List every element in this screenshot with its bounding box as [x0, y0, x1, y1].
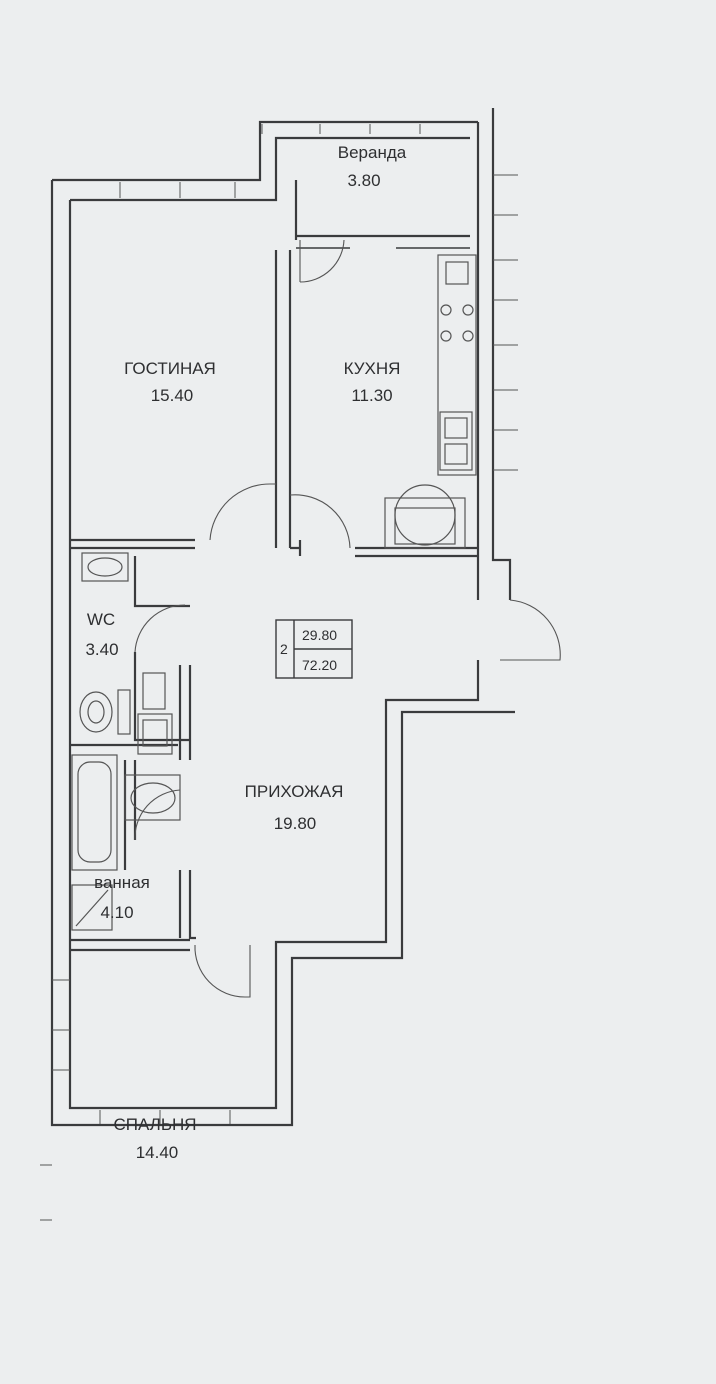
- bathroom-area: 4.10: [100, 903, 133, 922]
- fixtures: [71, 254, 477, 931]
- veranda-area: 3.80: [347, 171, 380, 190]
- bathtub-icon: [71, 754, 118, 871]
- doors: [134, 239, 561, 998]
- wc-sink-icon: [81, 552, 129, 582]
- kitchen-sink-icon: [445, 261, 469, 285]
- wc-name: WC: [87, 610, 115, 629]
- hallway-area: 19.80: [274, 814, 317, 833]
- living-room-area: 15.40: [151, 386, 194, 405]
- bath-sink-icon: [124, 774, 181, 821]
- kitchen-area: 11.30: [351, 386, 392, 405]
- living-room-name: ГОСТИНАЯ: [124, 359, 216, 378]
- room-count: 2: [280, 641, 288, 657]
- kitchen-name: КУХНЯ: [344, 359, 401, 378]
- kitchen-table-icon: [384, 497, 466, 549]
- room-labels: Веранда 3.80 ГОСТИНАЯ 15.40 КУХНЯ 11.30 …: [85, 143, 406, 1162]
- double-sink-icon: [439, 411, 473, 471]
- wc-area: 3.40: [85, 640, 118, 659]
- shower-tray-icon: [71, 884, 113, 931]
- stove-burner-icon: [462, 330, 474, 342]
- hallway-name: ПРИХОЖАЯ: [245, 782, 344, 801]
- living-area-total: 29.80: [302, 627, 337, 643]
- veranda-name: Веранда: [338, 143, 407, 162]
- walls: [40, 108, 518, 1221]
- bedroom-name: СПАЛЬНЯ: [113, 1115, 196, 1134]
- stove-burner-icon: [440, 304, 452, 316]
- toilet-icon: [117, 689, 131, 735]
- stove-burner-icon: [462, 304, 474, 316]
- bedroom-area: 14.40: [136, 1143, 179, 1162]
- total-area: 72.20: [302, 657, 337, 673]
- washer-icon: [142, 672, 166, 710]
- stove-burner-icon: [440, 330, 452, 342]
- bathroom-name: ванная: [94, 873, 150, 892]
- summary-box: 2 29.80 72.20: [275, 619, 353, 679]
